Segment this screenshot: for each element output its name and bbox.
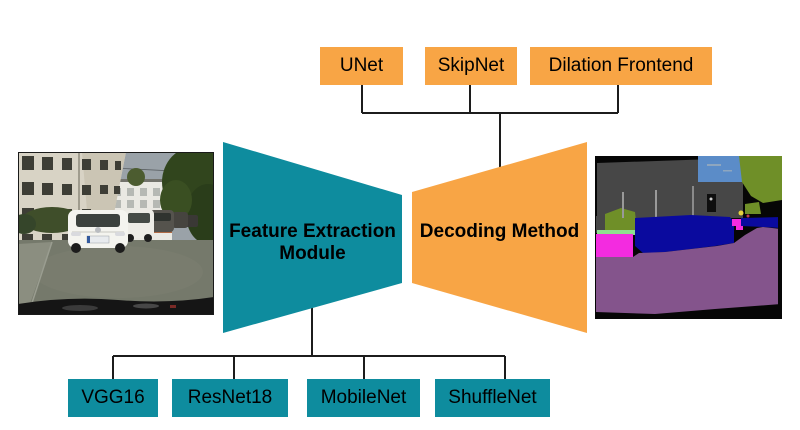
input-street-photo-image: [18, 152, 214, 315]
node-mobilenet: MobileNet: [307, 379, 420, 417]
node-skipnet-label: SkipNet: [437, 55, 505, 76]
node-shufflenet-label: ShuffleNet: [448, 387, 537, 408]
node-dilation-frontend: Dilation Frontend: [530, 47, 712, 85]
node-unet-label: UNet: [339, 55, 384, 76]
node-mobilenet-label: MobileNet: [320, 387, 407, 408]
segmentation-output-image: [595, 156, 782, 319]
decoding-method-trapezoid: [412, 142, 587, 333]
node-vgg16: VGG16: [68, 379, 158, 417]
feature-extraction-trapezoid: [223, 142, 402, 333]
segmentation-output-svg: [595, 156, 782, 319]
node-shufflenet: ShuffleNet: [435, 379, 550, 417]
node-resnet18: ResNet18: [172, 379, 288, 417]
node-resnet18-label: ResNet18: [187, 387, 273, 408]
node-skipnet: SkipNet: [425, 47, 517, 85]
node-unet: UNet: [320, 47, 403, 85]
node-vgg16-label: VGG16: [81, 387, 145, 408]
node-dilation-frontend-label: Dilation Frontend: [548, 55, 694, 76]
connector-lines: [112, 85, 619, 380]
input-street-photo: [18, 152, 214, 315]
